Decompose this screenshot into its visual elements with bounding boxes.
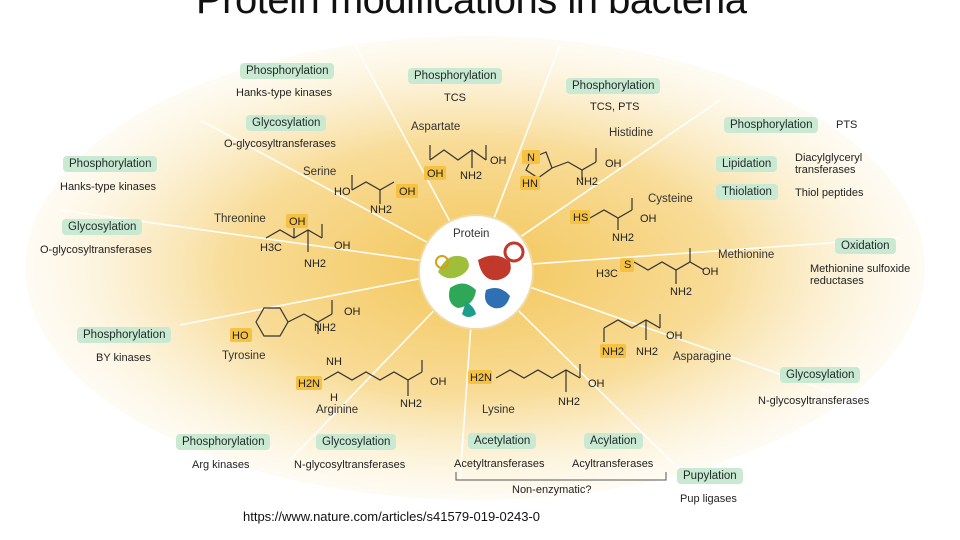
aa-asparagine: Asparagine (673, 351, 732, 363)
aa-methionine: Methionine (718, 249, 775, 261)
serine-oh: OH (399, 186, 416, 198)
mod-pill-acetylation: Acetylation (468, 433, 537, 449)
protein-label: Protein (453, 228, 490, 240)
molecule-sketches (255, 145, 705, 396)
non-enzymatic-bracket (455, 472, 667, 481)
tyrosine-nh2: NH2 (314, 322, 337, 334)
mod-pill-glycosylation-serine: Glycosylation (246, 115, 327, 131)
mod-enzyme-acyltransferases: Acyltransferases (572, 458, 654, 470)
asparagine-nh2: NH2 (636, 346, 659, 358)
histidine-oh: OH (605, 158, 622, 170)
aa-tyrosine: Tyrosine (222, 350, 266, 362)
lysine-nh2: NH2 (558, 396, 581, 408)
mod-enzyme-thiol-peptides: Thiol peptides (795, 187, 864, 199)
threonine-nh2: NH2 (304, 258, 327, 270)
cysteine-oh: OH (640, 213, 657, 225)
mod-enzyme-nglyco-arginine: N-glycosyltransferases (294, 459, 406, 471)
serine-ho: HO (334, 186, 351, 198)
asparagine-nh2-side: NH2 (602, 346, 625, 358)
mod-pill-glycosylation-arginine: Glycosylation (316, 434, 397, 450)
mod-enzyme-nglyco-asparagine: N-glycosyltransferases (758, 395, 870, 407)
methionine-oh: OH (702, 266, 719, 278)
arginine-oh: OH (430, 376, 447, 388)
asparagine-oh: OH (666, 330, 683, 342)
methionine-nh2: NH2 (670, 286, 693, 298)
cysteine-nh2: NH2 (612, 232, 635, 244)
aa-aspartate: Aspartate (411, 121, 461, 133)
arginine-nh: NH (326, 356, 342, 368)
mod-pill-phosphorylation-tyrosine: Phosphorylation (77, 327, 172, 343)
tyrosine-oh: OH (344, 306, 361, 318)
mod-pill-lipidation: Lipidation (716, 156, 778, 172)
histidine-n: N (527, 152, 535, 164)
mod-pill-oxidation: Oxidation (835, 238, 896, 254)
protein-structure (418, 214, 534, 330)
mod-pill-phosphorylation-serine: Phosphorylation (240, 63, 335, 79)
methionine-s: S (624, 259, 632, 271)
aa-serine: Serine (303, 166, 337, 178)
mod-pill-acylation: Acylation (584, 433, 643, 449)
lysine-oh: OH (588, 378, 605, 390)
serine-nh2: NH2 (370, 204, 393, 216)
mod-pill-phosphorylation-aspartate: Phosphorylation (408, 68, 503, 84)
aspartate-nh2: NH2 (460, 170, 483, 182)
arginine-h2n: H2N (298, 378, 321, 390)
aa-threonine: Threonine (214, 213, 266, 225)
threonine-h3c: H3C (260, 242, 283, 254)
mod-pill-pupylation: Pupylation (677, 468, 743, 484)
slide-title: Protein modifications in bacteria (196, 0, 747, 22)
mod-enzyme-acetyltransferases: Acetyltransferases (454, 458, 545, 470)
arginine-nh2: NH2 (400, 398, 423, 410)
mod-enzyme-arg-kinases: Arg kinases (192, 459, 250, 471)
aspartate-oh-2: OH (490, 155, 507, 167)
arginine-h: H (330, 392, 338, 404)
mod-pill-glycosylation-threonine: Glycosylation (62, 219, 143, 235)
histidine-nh2: NH2 (576, 176, 599, 188)
mod-enzyme-hanks-serine: Hanks-type kinases (236, 87, 332, 99)
mod-enzyme-methionine-sulfoxide: Methionine sulfoxide reductases (810, 263, 911, 287)
methionine-h3c: H3C (596, 268, 619, 280)
mod-pill-phosphorylation-histidine: Phosphorylation (566, 78, 661, 94)
mod-enzyme-oglyco-threonine: O-glycosyltransferases (40, 244, 152, 256)
mod-enzyme-tcs-pts: TCS, PTS (590, 101, 640, 113)
mod-enzyme-oglyco-serine: O-glycosyltransferases (224, 138, 336, 150)
histidine-hn: HN (522, 178, 538, 190)
mod-enzyme-diacylglyceryl: Diacylglyceryl transferases (795, 152, 863, 176)
aa-cysteine: Cysteine (648, 193, 693, 205)
mod-enzyme-tcs: TCS (444, 92, 466, 104)
mod-enzyme-hanks-threonine: Hanks-type kinases (60, 181, 156, 193)
lysine-h2n: H2N (470, 372, 493, 384)
mod-enzyme-by-kinases: BY kinases (96, 352, 151, 364)
aspartate-oh: OH (427, 168, 444, 180)
aa-histidine: Histidine (609, 127, 654, 139)
mod-pill-glycosylation-asparagine: Glycosylation (780, 367, 861, 383)
mod-pill-phosphorylation-pts: Phosphorylation (724, 117, 819, 133)
mod-enzyme-pup-ligases: Pup ligases (680, 493, 737, 505)
tyrosine-ho: HO (232, 330, 249, 342)
aa-arginine: Arginine (316, 404, 359, 416)
mod-enzyme-pts: PTS (836, 119, 858, 131)
non-enzymatic-label: Non-enzymatic? (512, 484, 592, 496)
cysteine-hs: HS (573, 212, 589, 224)
modification-site-highlights (230, 150, 634, 390)
mod-pill-phosphorylation-threonine: Phosphorylation (63, 156, 158, 172)
threonine-oh: OH (289, 216, 306, 228)
mod-pill-thiolation: Thiolation (716, 184, 778, 200)
aa-lysine: Lysine (482, 404, 515, 416)
source-url-link[interactable]: https://www.nature.com/articles/s41579-0… (243, 509, 540, 524)
mod-pill-phosphorylation-arginine: Phosphorylation (176, 434, 271, 450)
threonine-oh-2: OH (334, 240, 351, 252)
